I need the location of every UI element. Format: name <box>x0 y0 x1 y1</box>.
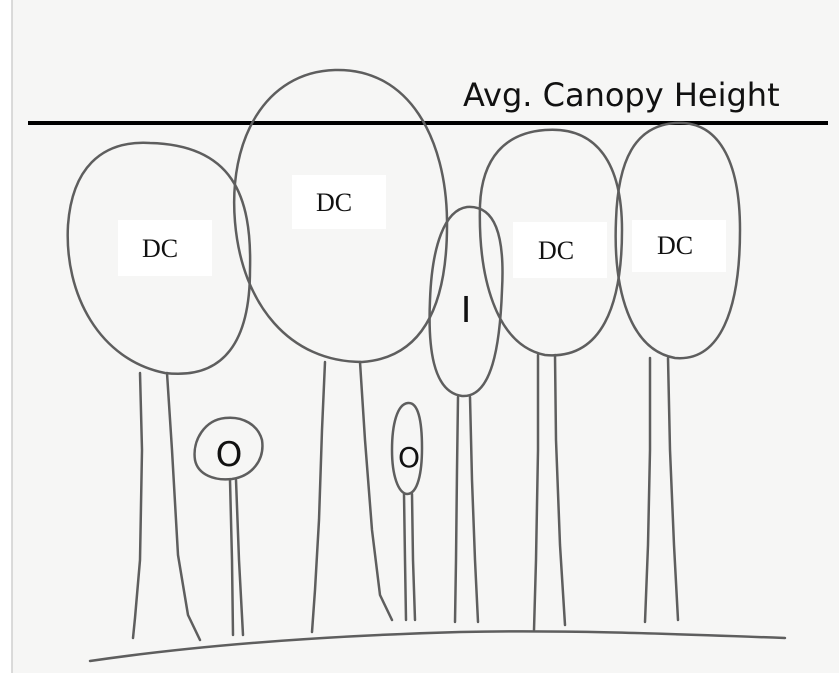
label-dc3: DC <box>538 236 574 265</box>
ground-line <box>88 630 787 663</box>
crown-dominant-1 <box>66 141 252 376</box>
trunk-dominant-4 <box>643 356 680 624</box>
trunk-overtopped-2 <box>402 492 417 622</box>
trunk-overtopped-1 <box>228 478 245 637</box>
tree-intermediate <box>428 205 504 624</box>
crown-overtopped-1 <box>193 416 264 481</box>
trunk-dominant-1 <box>131 371 202 642</box>
label-dc1: DC <box>142 234 178 263</box>
label-box-dc1: DC <box>118 220 212 276</box>
label-dc2: DC <box>316 188 352 217</box>
tree-dominant-2 <box>232 68 449 634</box>
crown-dominant-3 <box>478 128 624 357</box>
label-overtopped-1: O <box>216 435 243 475</box>
tree-overtopped-2 <box>390 401 424 622</box>
crown-dominant-4 <box>614 121 742 360</box>
label-box-dc3: DC <box>513 222 607 278</box>
tree-dominant-1 <box>66 141 252 642</box>
tree-dominant-4 <box>614 121 742 624</box>
tree-dominant-3 <box>478 128 624 632</box>
label-box-dc4: DC <box>632 220 726 272</box>
trunk-dominant-2 <box>310 360 394 634</box>
label-box-dc2: DC <box>292 175 386 229</box>
label-dc4: DC <box>657 231 693 260</box>
label-overtopped-2: O <box>398 441 420 474</box>
label-intermediate: I <box>461 290 472 331</box>
crown-dominant-2 <box>232 68 449 364</box>
tree-overtopped-1 <box>193 416 264 637</box>
paper-background <box>12 0 839 673</box>
canopy-height-caption: Avg. Canopy Height <box>463 76 780 114</box>
crown-intermediate <box>428 205 504 398</box>
trunk-intermediate <box>453 395 480 624</box>
trunk-dominant-3 <box>532 353 567 632</box>
crown-overtopped-2 <box>390 401 424 496</box>
